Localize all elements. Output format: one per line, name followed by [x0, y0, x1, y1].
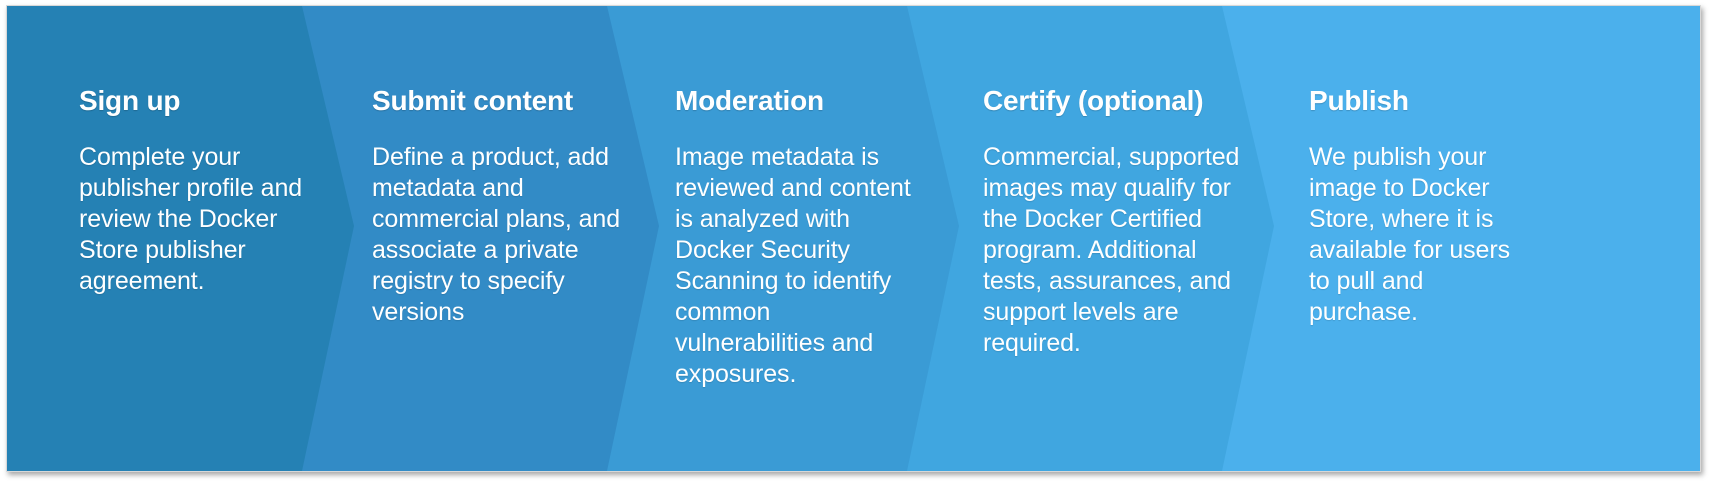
chevron-shape-4 [907, 6, 1307, 471]
chevron-shape-3 [607, 6, 989, 471]
chevron-shape-1 [7, 6, 379, 471]
chevron-shape-5 [1222, 6, 1700, 471]
slide-card: Sign up Complete your publisher profile … [6, 5, 1701, 472]
chevron-shape-2 [302, 6, 674, 471]
chevron-process-flow: Sign up Complete your publisher profile … [7, 6, 1700, 471]
chevron-step-5[interactable]: Publish We publish your image to Docker … [1222, 6, 1700, 471]
